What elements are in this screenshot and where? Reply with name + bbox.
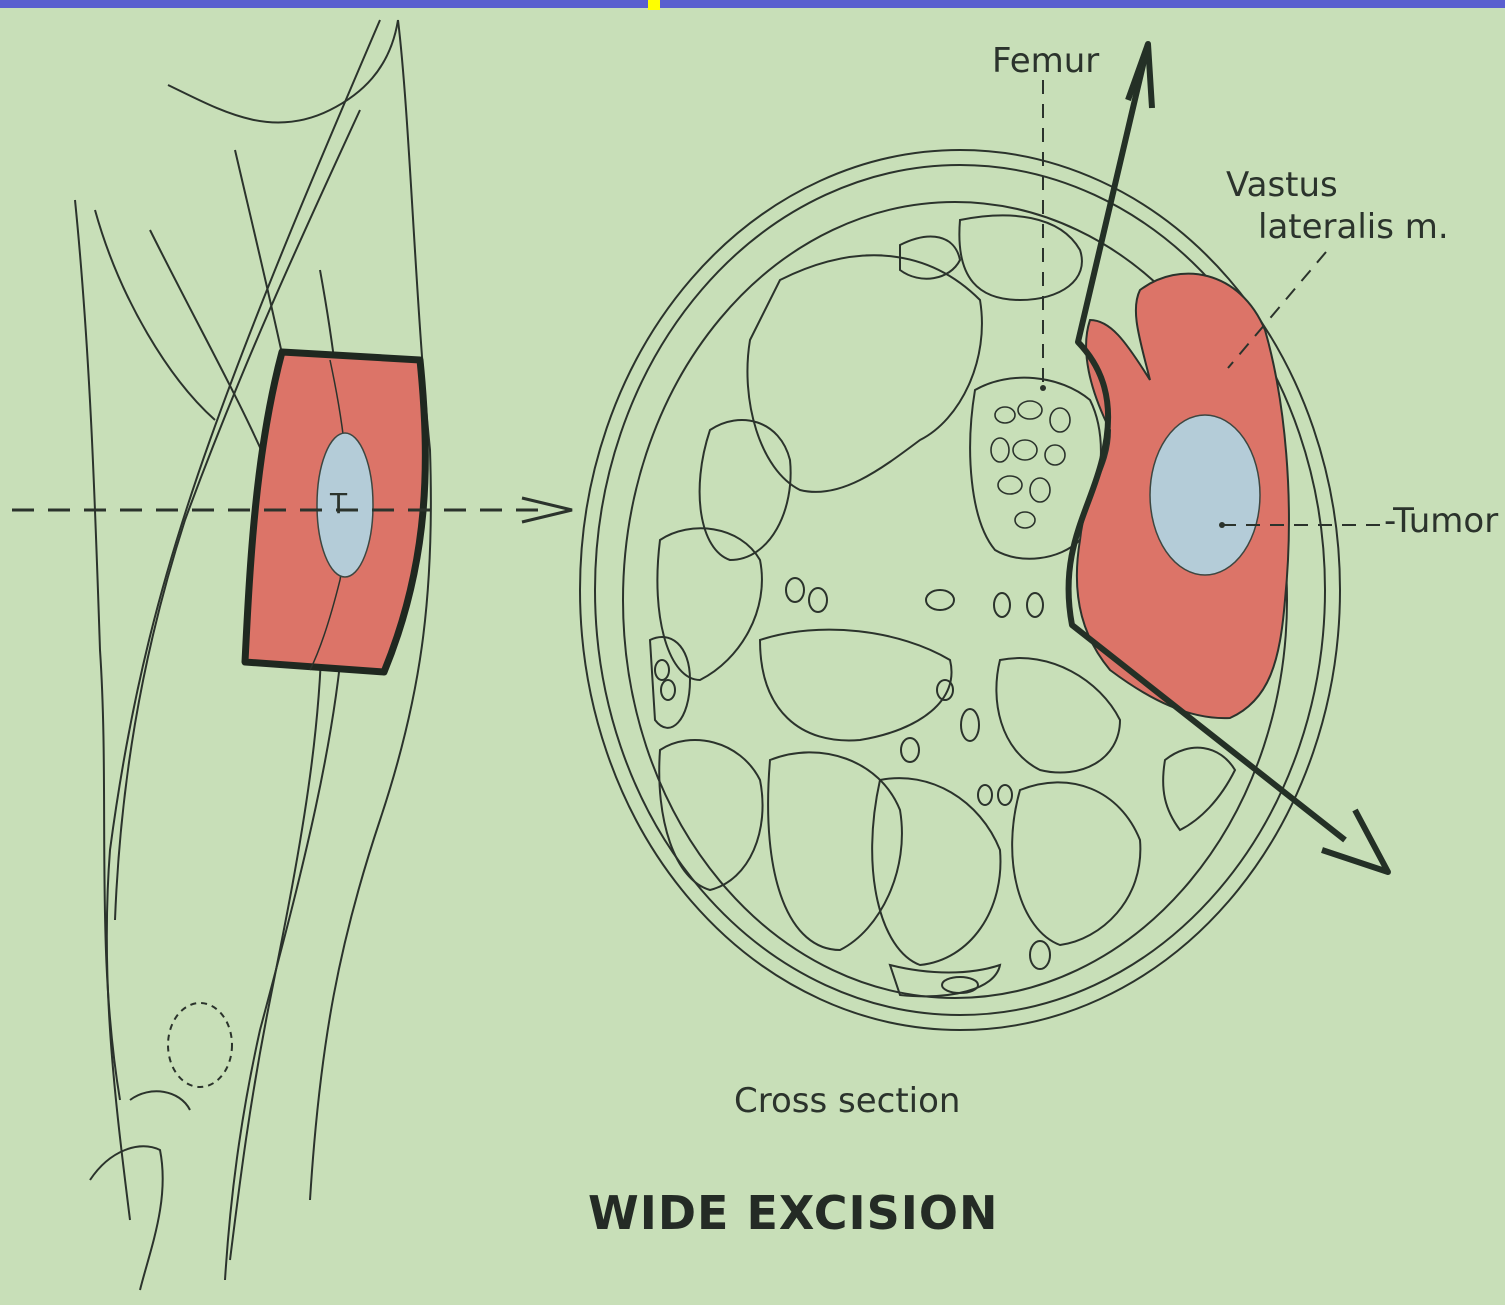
vessel-5 bbox=[1027, 593, 1043, 617]
vessel-6 bbox=[655, 660, 669, 680]
posterior-compartment-b bbox=[768, 752, 902, 950]
patella-outline bbox=[168, 1003, 232, 1087]
tumor-label: -Tumor bbox=[1384, 504, 1498, 538]
adductor-compartment bbox=[760, 630, 952, 741]
posterior-compartment-d bbox=[1012, 782, 1140, 945]
medial-compartment-a bbox=[700, 420, 791, 560]
vessel-10 bbox=[901, 738, 919, 762]
leg-contour-left bbox=[75, 200, 120, 1100]
tumor-marker-label: T bbox=[330, 490, 347, 518]
vessel-3 bbox=[926, 590, 954, 610]
diagram-title: WIDE EXCISION bbox=[588, 1190, 998, 1236]
anterior-compartment-c bbox=[900, 237, 960, 279]
vessel-12 bbox=[998, 785, 1012, 805]
anterior-compartment-b bbox=[959, 215, 1082, 300]
vastus-label-line1: Vastus bbox=[1226, 168, 1338, 202]
tumor-cross-section bbox=[1150, 415, 1260, 575]
vessel-4 bbox=[994, 593, 1010, 617]
vessel-14 bbox=[1030, 941, 1050, 969]
medial-compartment-b bbox=[657, 528, 762, 680]
femur-marrow bbox=[991, 401, 1070, 528]
vessel-2 bbox=[809, 588, 827, 612]
vastus-label-line2: lateralis m. bbox=[1258, 210, 1449, 244]
knee-contour bbox=[90, 1146, 163, 1290]
vessel-7 bbox=[661, 680, 675, 700]
top-bar bbox=[0, 0, 1505, 8]
posterior-compartment-c bbox=[872, 778, 1000, 965]
hip-contour bbox=[168, 20, 398, 123]
rectus-line-a bbox=[230, 150, 322, 1260]
femur-label: Femur bbox=[992, 44, 1099, 78]
vessel-11 bbox=[978, 785, 992, 805]
lateral-compartment bbox=[1163, 748, 1235, 830]
knee-crease bbox=[130, 1091, 190, 1110]
cross-section-label: Cross section bbox=[734, 1084, 960, 1118]
anterior-compartment-a bbox=[747, 255, 981, 492]
excision-arrow-bottom bbox=[1322, 810, 1388, 872]
top-bar-mark bbox=[648, 0, 660, 10]
vessel-1 bbox=[786, 578, 804, 602]
hamstring-compartment bbox=[996, 658, 1120, 772]
vessel-13 bbox=[942, 977, 978, 993]
medial-compartment-c bbox=[650, 637, 690, 728]
vessel-9 bbox=[961, 709, 979, 741]
